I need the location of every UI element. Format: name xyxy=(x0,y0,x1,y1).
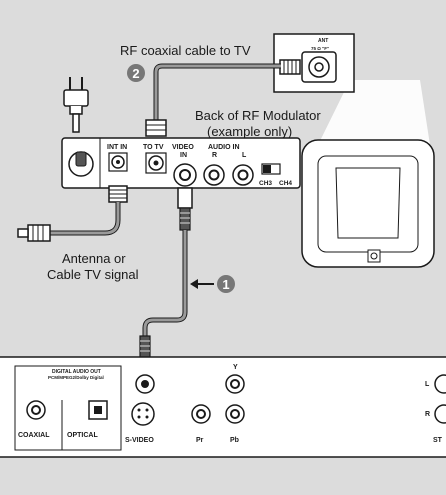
audio-l-label: L xyxy=(242,152,247,159)
pr-socket-inner xyxy=(196,409,206,419)
s-video-pin xyxy=(137,408,141,412)
y-label: Y xyxy=(233,364,238,371)
ant-f-plug-icon xyxy=(279,59,301,75)
step-one-badge xyxy=(217,275,235,293)
digital-formats-label: PCM/MPEG2/Dolby Digital xyxy=(48,375,104,380)
video-plug-top-grip xyxy=(179,207,191,231)
pb-label: Pb xyxy=(230,437,239,444)
channel-switch-knob xyxy=(263,165,271,173)
coaxial-socket-inner xyxy=(31,405,41,415)
tv-antenna-socket-dot-icon xyxy=(370,252,378,260)
optical-socket-inner xyxy=(94,406,102,414)
video-in-socket-icon xyxy=(173,163,197,187)
audio-in-label: AUDIO IN xyxy=(208,144,240,151)
plug-head xyxy=(63,89,89,107)
ch3-label: CH3 xyxy=(259,180,272,187)
rf-modulator-panel: INT IN TO TV VIDEO IN AUDIO IN R L CH3 C… xyxy=(61,137,301,189)
r-label: R xyxy=(425,411,430,418)
video-plug-top-icon xyxy=(177,187,193,209)
l-socket-icon xyxy=(434,374,446,394)
tv-callout-beam xyxy=(318,80,430,145)
optical-label: OPTICAL xyxy=(67,432,98,439)
ant-socket-pin-icon xyxy=(314,62,324,72)
plug-neck xyxy=(69,106,83,115)
tv-back-panel xyxy=(335,167,401,239)
tv-antenna-socket-icon xyxy=(367,249,381,263)
video-plug-bottom-icon xyxy=(139,335,151,359)
antenna-label-line2: Cable TV signal xyxy=(47,267,139,282)
s-video-label: S-VIDEO xyxy=(125,437,154,444)
antenna-cable xyxy=(17,185,128,242)
rf-cable-fill xyxy=(154,64,281,120)
video-out-socket-inner xyxy=(141,380,149,388)
step-one-arrowhead xyxy=(190,279,198,289)
digital-audio-box xyxy=(14,365,122,451)
pb-socket-inner xyxy=(230,409,240,419)
to-tv-label: TO TV xyxy=(143,144,164,151)
coaxial-label: COAXIAL xyxy=(18,432,50,439)
step-one-number: 1 xyxy=(222,277,229,292)
power-plug-icon xyxy=(63,77,89,133)
antenna-plug-tip xyxy=(17,228,29,238)
modulator-label-line1: Back of RF Modulator xyxy=(195,108,321,123)
ant-label: ANT xyxy=(318,38,328,44)
coaxial-socket-icon xyxy=(26,400,46,420)
video-in-inner xyxy=(179,169,191,181)
modulator-label-line2: (example only) xyxy=(207,124,292,139)
rf-plug-icon xyxy=(145,119,167,137)
s-video-pin xyxy=(145,408,149,412)
step-two-badge xyxy=(127,64,145,82)
audio-r-label: R xyxy=(212,152,217,159)
y-socket-icon xyxy=(225,374,245,394)
s-video-socket-icon xyxy=(131,402,155,426)
player-panel-body xyxy=(0,357,446,457)
pr-socket-icon xyxy=(191,404,211,424)
tv-illustration xyxy=(301,80,435,268)
video-label: VIDEO xyxy=(172,144,194,151)
st-label: ST xyxy=(433,437,443,444)
player-back-panel: DIGITAL AUDIO OUT PCM/MPEG2/Dolby Digita… xyxy=(0,356,446,458)
antenna-label-line1: Antenna or xyxy=(62,251,126,266)
int-in-label: INT IN xyxy=(107,144,127,151)
r-socket-icon xyxy=(434,404,446,424)
audio-r-inner xyxy=(208,169,220,181)
plug-cord xyxy=(72,113,80,133)
int-in-pin xyxy=(116,160,120,164)
audio-r-socket-icon xyxy=(203,164,225,186)
audio-l-socket-icon xyxy=(232,164,254,186)
rf-cable-label: RF coaxial cable to TV xyxy=(120,43,251,58)
l-label: L xyxy=(425,381,430,388)
antenna-plug-icon xyxy=(27,224,51,242)
ohm-label: 75 Ω "F" xyxy=(311,46,329,51)
rf-coaxial-cable xyxy=(145,63,281,137)
to-tv-pin xyxy=(153,160,159,166)
tv-antenna-callout: ANT 75 Ω "F" xyxy=(273,33,355,93)
pr-label: Pr xyxy=(196,437,204,444)
power-inlet-slot xyxy=(75,151,87,167)
pb-socket-icon xyxy=(225,404,245,424)
digital-audio-out-label: DIGITAL AUDIO OUT xyxy=(52,369,101,375)
y-socket-inner xyxy=(230,379,240,389)
antenna-cable-fill xyxy=(48,202,120,235)
tv-body xyxy=(301,139,435,268)
video-cable-fill xyxy=(143,230,187,336)
s-video-pin xyxy=(145,415,149,419)
video-in-label: IN xyxy=(180,152,187,159)
s-video-pin xyxy=(137,415,141,419)
step-two-number: 2 xyxy=(132,66,139,81)
ant-socket-icon xyxy=(308,56,330,78)
ch4-label: CH4 xyxy=(279,180,292,187)
audio-l-inner xyxy=(237,169,249,181)
